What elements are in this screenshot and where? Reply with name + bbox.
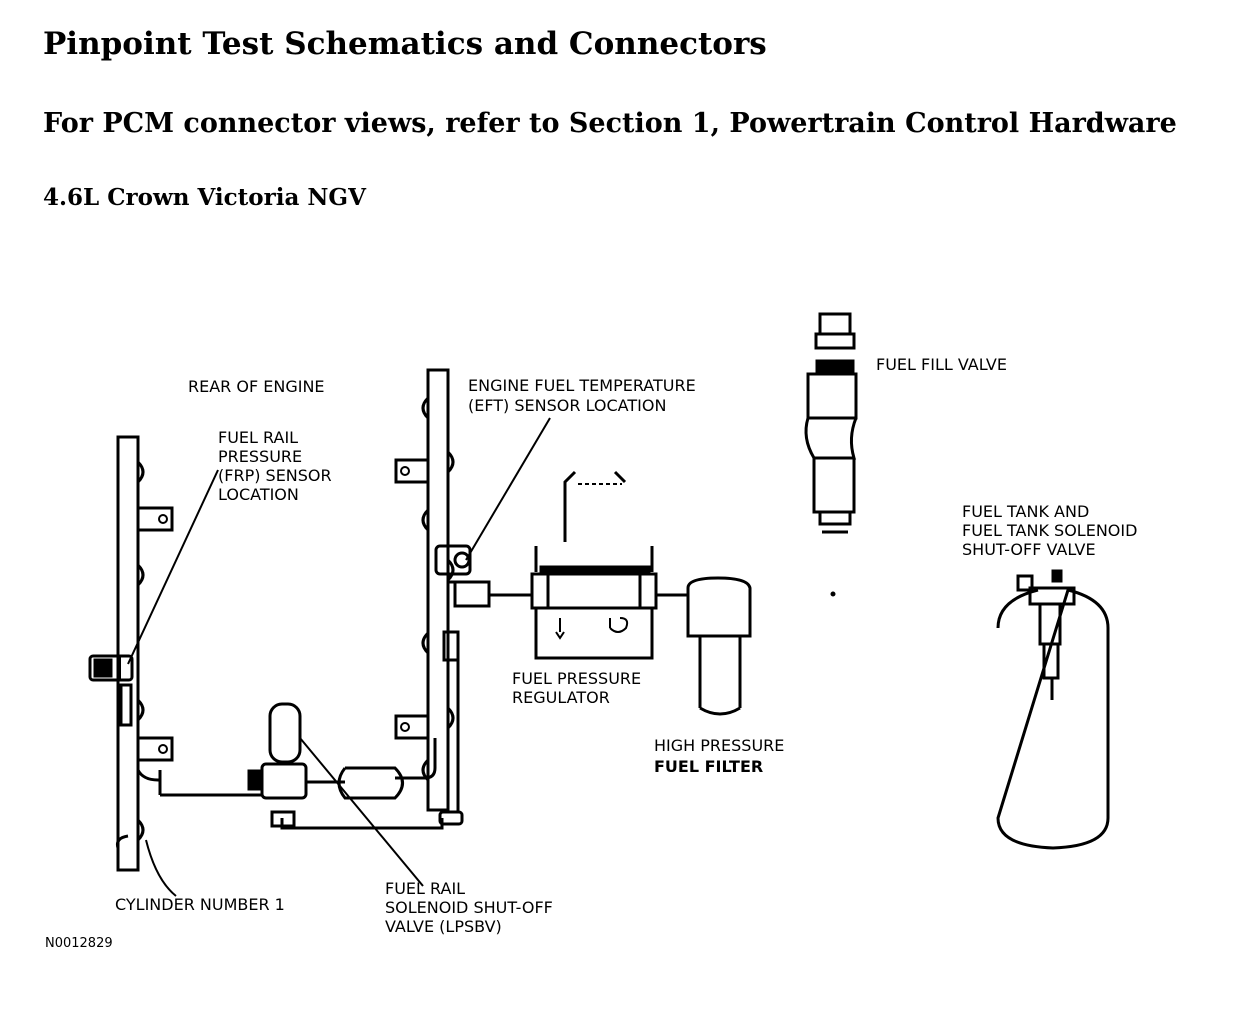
fuel-fill-valve xyxy=(804,312,858,597)
label-lpsbv-line3: VALVE (LPSBV) xyxy=(385,917,502,936)
label-frp-line2: PRESSURE xyxy=(218,447,302,466)
label-frp-line1: FUEL RAIL xyxy=(218,428,298,447)
label-fuel-fill-valve: FUEL FILL VALVE xyxy=(876,355,1007,374)
lpsbv-solenoid-icon xyxy=(247,702,308,800)
high-pressure-fuel-filter xyxy=(656,576,752,716)
frp-sensor-icon xyxy=(88,654,134,682)
label-frp-line3: (FRP) SENSOR xyxy=(218,466,332,485)
label-eft-line2: (EFT) SENSOR LOCATION xyxy=(468,396,666,415)
page-title: Pinpoint Test Schematics and Connectors xyxy=(43,26,767,62)
label-hpf-line1: HIGH PRESSURE xyxy=(654,736,784,755)
eft-sensor-icon xyxy=(434,544,472,576)
label-fpr-line1: FUEL PRESSURE xyxy=(512,669,641,688)
regulator-feed-line xyxy=(448,580,532,608)
fuel-tank xyxy=(996,569,1110,850)
left-fuel-rail xyxy=(88,435,174,872)
label-frp-line4: LOCATION xyxy=(218,485,299,504)
label-hpf-line2: FUEL FILTER xyxy=(654,757,763,776)
label-tank-line3: SHUT-OFF VALVE xyxy=(962,540,1096,559)
label-rear-of-engine: REAR OF ENGINE xyxy=(188,377,325,396)
label-cylinder-1: CYLINDER NUMBER 1 xyxy=(115,895,285,914)
section-heading: 4.6L Crown Victoria NGV xyxy=(43,184,366,211)
label-lpsbv-line1: FUEL RAIL xyxy=(385,879,465,898)
label-tank-line2: FUEL TANK SOLENOID xyxy=(962,521,1137,540)
right-fuel-rail xyxy=(394,368,472,826)
figure-id: N0012829 xyxy=(45,936,113,951)
label-tank-line1: FUEL TANK AND xyxy=(962,502,1089,521)
label-fpr-line2: REGULATOR xyxy=(512,688,610,707)
fuel-pressure-regulator xyxy=(530,470,658,660)
label-eft-line1: ENGINE FUEL TEMPERATURE xyxy=(468,376,696,395)
page-subtitle: For PCM connector views, refer to Sectio… xyxy=(43,108,1177,139)
label-lpsbv-line2: SOLENOID SHUT-OFF xyxy=(385,898,553,917)
